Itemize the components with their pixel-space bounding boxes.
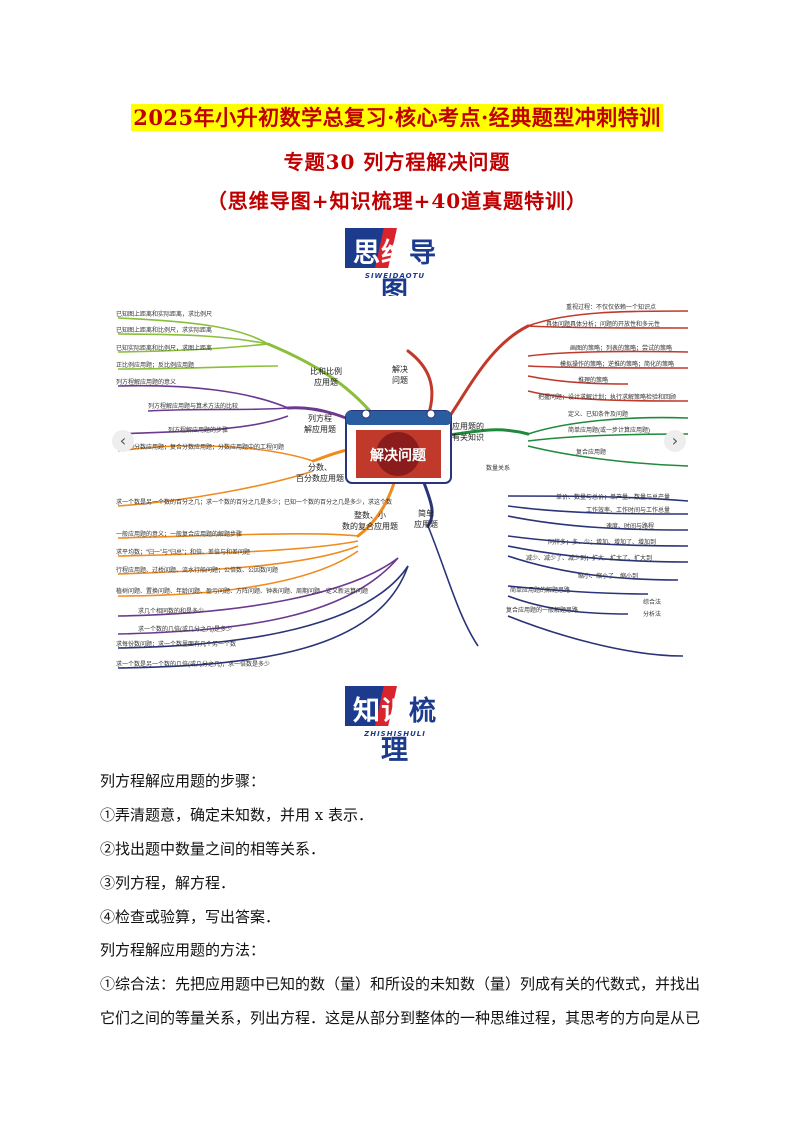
leaf-right-4: 模拟操作的策略；逆推的策略；简化的策略 [560,360,674,368]
step-4: ④检查或验算，写出答案． [100,908,281,926]
method-synthesis-line2: 它们之间的等量关系，列出方程．这是从部分到整体的一种思维过程，其思考的方向是从已 [100,1009,701,1027]
knowledge-logo-text-b: 梳理 [381,696,437,766]
center-node [345,409,452,484]
leaf-left-11: 求平均数；“归一”与“归总”；和倍、差倍与和差问题 [116,548,250,556]
leaf-right-18: 复合应用题的一般解题思路 [506,606,578,614]
mindmap-image: 解决问题 比和比例 应用题 列方程 解应用题 分数、 百分数应用题 整数、小 数… [108,296,688,674]
leaf-right-6: 把握问题；设计求解计划；执行求解策略检验和回顾 [538,393,676,401]
branch-compound-problems: 整数、小 [354,510,386,520]
svg-text:百分数应用题: 百分数应用题 [296,473,344,483]
knowledge-logo-subtext: ZHISHISHULI [364,730,426,738]
leaf-left-10: 一般应用题的意义；一般复合应用题的解题步骤 [116,530,242,538]
svg-text:问题: 问题 [392,376,408,385]
leaf-right-17: 简单应用题的解题思路 [510,586,570,594]
leaf-right-11: 单价、数量与总价；单产量、数量与总产量 [556,493,670,501]
topic-title: 专题30 列方程解决问题 [283,150,511,174]
knowledge-logo-badge: 知识梳理 [345,686,445,766]
mindmap-logo-subtext: SIWEIDAOTU [364,272,426,280]
leaf-right-7: 定义、已知条件及问题 [568,410,628,418]
leaf-right-10: 数量关系 [486,464,510,472]
step-3: ③列方程，解方程． [100,874,236,892]
svg-text:应用题: 应用题 [314,377,338,387]
leaf-left-7: 列方程解应用题的步骤 [168,426,228,434]
document-title: 2025年小升初数学总复习·核心考点·经典题型冲刺特训 [0,102,794,132]
leaf-left-1: 已知图上距离和实际距离，求比例尺 [116,310,212,318]
leaf-left-2: 已知图上距离和比例尺，求实际距离 [116,326,212,334]
branch-fraction-percent: 分数、 [308,462,332,472]
steps-heading: 列方程解应用题的步骤： [100,772,266,790]
leaf-right-12: 工作效率、工作时间与工作总量 [586,506,670,514]
mindmap-logo: 思维导图 SIWEIDAOTU [345,228,445,308]
leaf-right-20: 分析法 [643,610,661,618]
leaf-left-15: 求一个数的几倍(或几分之几)是多少 [138,625,232,633]
svg-text:数的复合应用题: 数的复合应用题 [342,521,398,531]
svg-text:应用题: 应用题 [414,519,438,529]
method-synthesis-line1: ①综合法：先把应用题中已知的数（量）和所设的未知数（量）列成有关的代数式，并找出 [100,975,701,993]
mindmap-diagram: 解决问题 比和比例 应用题 列方程 解应用题 分数、 百分数应用题 整数、小 数… [116,303,688,669]
leaf-right-2: 具体问题具体分析；问题的开放性和多元性 [546,320,660,328]
leaf-left-6: 列方程解应用题与算术方法的比较 [148,402,238,410]
branch-simple-problems: 简单 [418,508,434,518]
leaf-left-17: 求一个数是另一个数的几倍(或几分之几)；求一倍数是多少 [116,660,270,668]
mindmap-logo-badge: 思维导图 [345,228,445,308]
leaf-left-16: 求每份数问题；求一个数里面有几个另一个数 [116,640,236,648]
leaf-left-8: 基本的分数应用题；复合分数应用题；分数应用题中的工程问题 [116,443,284,451]
step-2: ②找出题中数量之间的相等关系． [100,840,326,858]
leaf-left-13: 植树问题、置换问题、年龄问题、盈亏问题、方阵问题、钟表问题、周期问题、定义新运算… [116,587,368,595]
step-1: ①弄清题意，确定未知数，并用 x 表示． [100,806,373,824]
carousel-prev-button[interactable]: ‹ [112,430,134,452]
carousel-next-button[interactable]: › [664,430,686,452]
leaf-right-19: 综合法 [643,598,661,606]
leaf-right-15: 减少、减少了、减少到；扩大、扩大了、扩大到 [526,554,652,562]
branch-solve-problems: 解决 [392,364,408,374]
leaf-left-4: 正比例应用题；反比例应用题 [116,361,194,369]
branch-equation-problems: 列方程 [308,413,332,423]
methods-heading: 列方程解应用题的方法： [100,941,266,959]
leaf-left-12: 行程应用题、过桥问题、流水行船问题；公倍数、公因数问题 [116,566,278,574]
leaf-right-9: 复合应用题 [576,448,606,456]
leaf-right-14: 同样多；多、少；增加、增加了、增加到 [548,538,656,546]
leaf-left-14: 求几个相同数的和是多少 [138,607,204,615]
document-title-text: 2025年小升初数学总复习·核心考点·经典题型冲刺特训 [131,104,663,131]
leaf-right-1: 重视过程：不仅仅依赖一个知识点 [566,303,656,311]
branch-related-knowledge: 应用题的 [452,421,484,431]
knowledge-logo-text-a: 知识 [353,696,409,727]
leaf-right-13: 速度、时间与路程 [606,522,654,530]
mindmap-logo-text-b: 导图 [381,238,437,308]
mindmap-logo-text-a: 思维 [353,238,409,269]
leaf-left-9: 求一个数是另一个数的百分之几；求一个数的百分之几是多少；已知一个数的百分之几是多… [116,498,392,506]
svg-text:有关知识: 有关知识 [452,432,484,442]
leaf-left-3: 已知实际距离和比例尺，求图上距离 [116,344,212,352]
knowledge-logo: 知识梳理 ZHISHISHULI [345,686,445,766]
center-node-label: 解决问题 [370,447,427,463]
svg-text:解应用题: 解应用题 [304,424,336,434]
leaf-right-16: 缩小、缩小了、缩小到 [578,572,638,580]
leaf-left-5: 列方程解应用题的意义 [116,378,176,386]
leaf-right-8: 简单应用题(或一步计算应用题) [568,426,650,434]
leaf-right-3: 画图的策略；列表的策略；尝试的策略 [570,344,672,352]
topic-subtitle: （思维导图+知识梳理+40道真题特训） [206,189,588,213]
leaf-right-5: 推理的策略 [578,376,608,384]
branch-ratio-proportion: 比和比例 [310,366,342,376]
